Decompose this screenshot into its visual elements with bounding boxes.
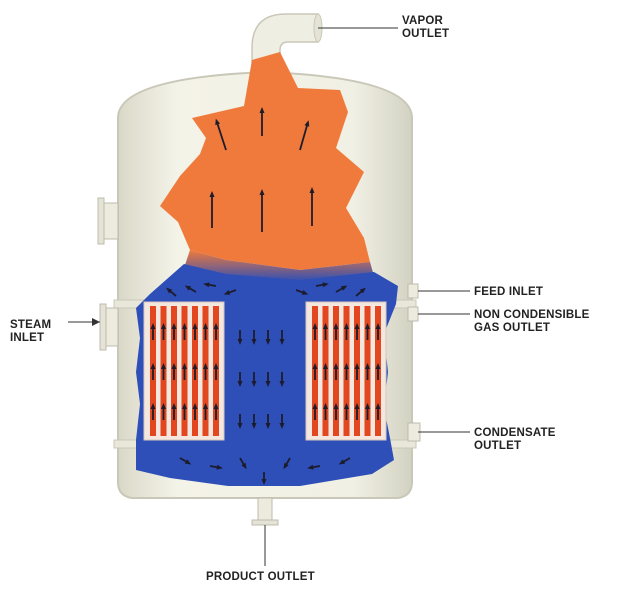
- product-outlet-nozzle: [252, 498, 278, 525]
- vapor-outlet-label-line2: OUTLET: [402, 28, 449, 40]
- left-tube-bundle: [144, 302, 224, 440]
- steam-inlet-line1: STEAM: [10, 319, 51, 331]
- non-condensible-nozzle: [408, 307, 418, 321]
- left-upper-nozzle: [98, 198, 118, 244]
- steam-inlet-line2: INLET: [10, 332, 44, 344]
- non-condensible-line1: NON CONDENSIBLE: [474, 309, 590, 321]
- feed-inlet-nozzle: [408, 284, 418, 298]
- steam-inlet-nozzle: [100, 304, 118, 350]
- condensate-outlet-line2: OUTLET: [474, 440, 521, 452]
- non-condensible-line2: GAS OUTLET: [474, 322, 550, 334]
- condensate-outlet-label: CONDENSATEOUTLET: [474, 427, 556, 452]
- steam-inlet-label: STEAMINLET: [10, 319, 51, 344]
- right-tube-bundle: [306, 302, 386, 440]
- condensate-outlet-line1: CONDENSATE: [474, 427, 556, 439]
- product-outlet-label: PRODUCT OUTLET: [206, 571, 315, 583]
- vapor-outlet-label-line1: VAPOR: [402, 15, 444, 27]
- feed-inlet-label: FEED INLET: [474, 286, 543, 298]
